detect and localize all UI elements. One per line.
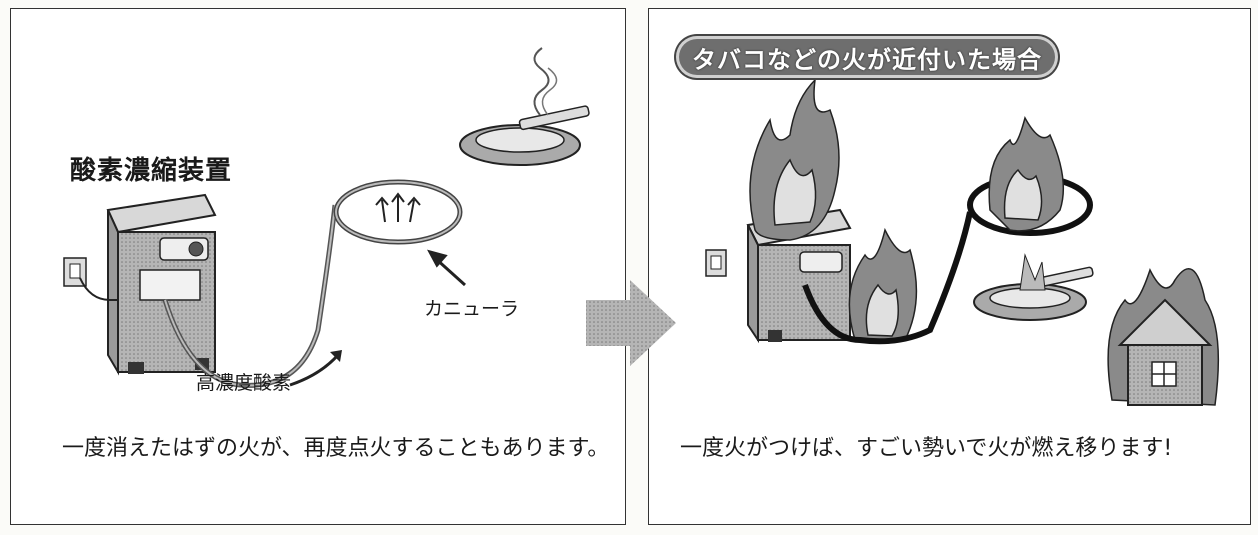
oxygen-arrow-icon [289, 353, 340, 387]
burning-tube [802, 211, 973, 345]
oxygen-flow-arrows-icon [375, 192, 421, 223]
scenario-badge: タバコなどの火が近付いた場合 [676, 36, 1058, 78]
ashtray-icon [459, 105, 590, 166]
left-caption: 一度消えたはずの火が、再度点火することもあります。 [62, 436, 610, 461]
pointer-arrow-icon [427, 249, 467, 287]
ashtray-icon [973, 253, 1094, 321]
smoke-icon [533, 47, 550, 116]
flame-icon [988, 116, 1065, 232]
burning-house-icon [1107, 268, 1220, 406]
flame-icon [848, 227, 918, 341]
wall-outlet-icon [705, 249, 727, 277]
cannula-label: カニューラ [424, 298, 520, 320]
device-title: 酸素濃縮装置 [70, 156, 233, 186]
wall-outlet-icon [63, 257, 118, 301]
flame-icon [749, 77, 840, 241]
oxygen-label: 高濃度酸素 [196, 372, 292, 394]
next-arrow-icon [586, 280, 676, 366]
right-caption: 一度火がつけば、すごい勢いで火が燃え移ります! [680, 436, 1173, 461]
oxygen-concentrator-icon [106, 193, 217, 376]
